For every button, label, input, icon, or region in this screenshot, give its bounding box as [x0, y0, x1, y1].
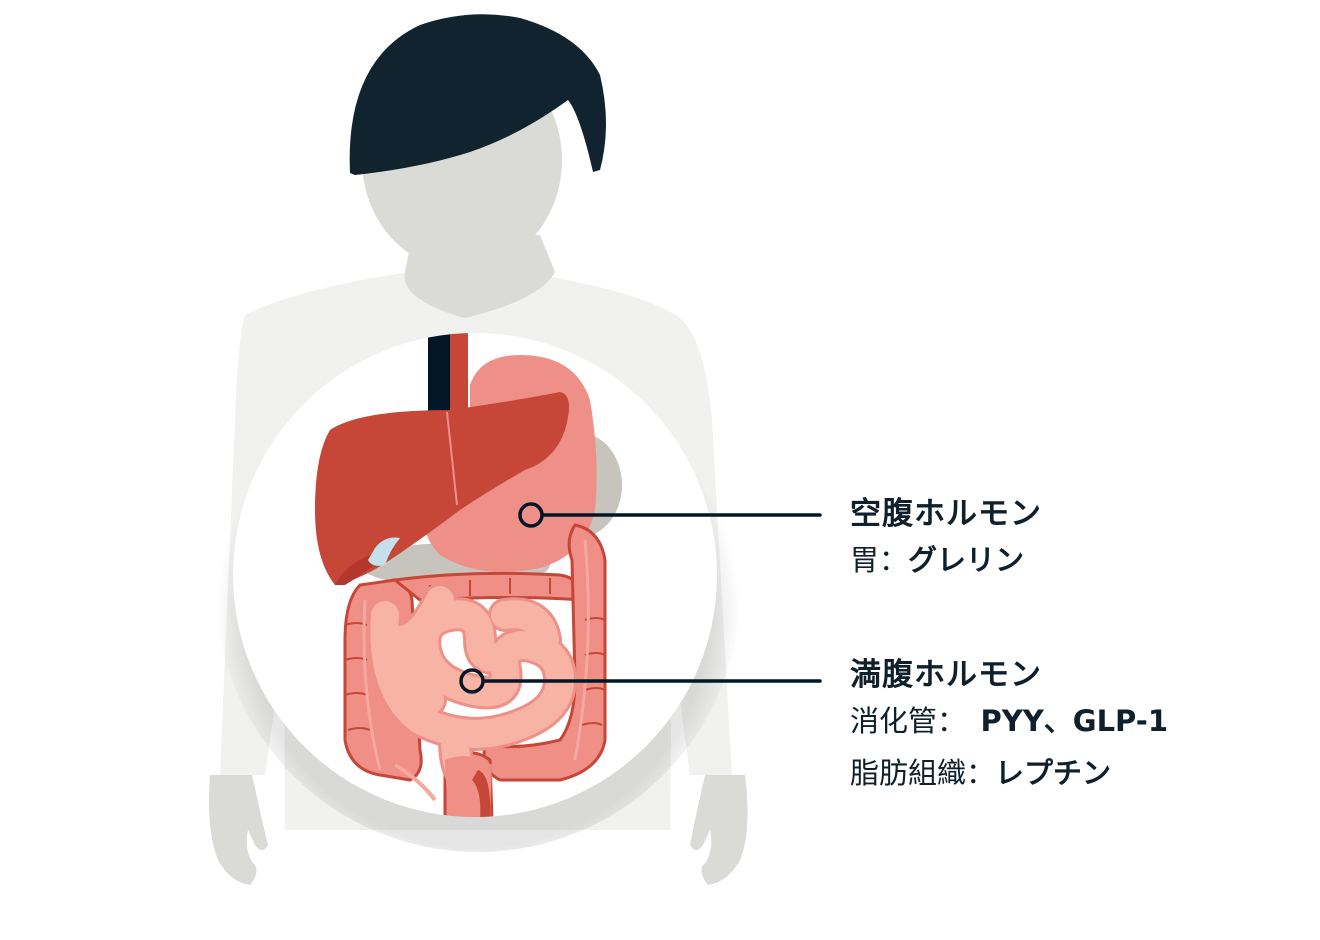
satiety-line-digestive-tract: 消化管： PYY、GLP-1 [850, 695, 1168, 747]
satiety-hormone-label: 満腹ホルモン 消化管： PYY、GLP-1 脂肪組織：レプチン [850, 655, 1168, 799]
small-intestine [367, 583, 577, 787]
hunger-callout-pointer [518, 502, 822, 528]
esophagus [450, 333, 468, 410]
satiety-line-key: 消化管： [850, 704, 981, 738]
hunger-hormone-label: 空腹ホルモン 胃：グレリン [850, 494, 1042, 586]
satiety-line-value: レプチン [995, 756, 1112, 790]
liver [315, 392, 569, 585]
esophagus-dark [428, 333, 451, 420]
colon-band-right [573, 539, 590, 761]
hunger-line-stomach: 胃：グレリン [850, 534, 1042, 586]
liver-ligament [446, 411, 458, 506]
satiety-line-key: 脂肪組織： [850, 756, 996, 790]
appendix [393, 763, 437, 802]
hunger-line-value: グレリン [908, 543, 1025, 577]
satiety-line-adipose-tissue: 脂肪組織：レプチン [850, 747, 1168, 799]
hair [349, 14, 606, 176]
hunger-hormone-title: 空腹ホルモン [850, 496, 1042, 532]
gallbladder [368, 537, 400, 566]
left-hand [209, 775, 268, 885]
satiety-hormone-title: 満腹ホルモン [850, 657, 1042, 693]
colon-band-left [362, 599, 382, 771]
satiety-callout-pointer [459, 668, 822, 694]
hunger-line-key: 胃： [850, 543, 909, 577]
satiety-line-value: PYY、GLP-1 [980, 704, 1169, 738]
rectum-shadow [472, 770, 491, 817]
right-hand [690, 775, 748, 885]
